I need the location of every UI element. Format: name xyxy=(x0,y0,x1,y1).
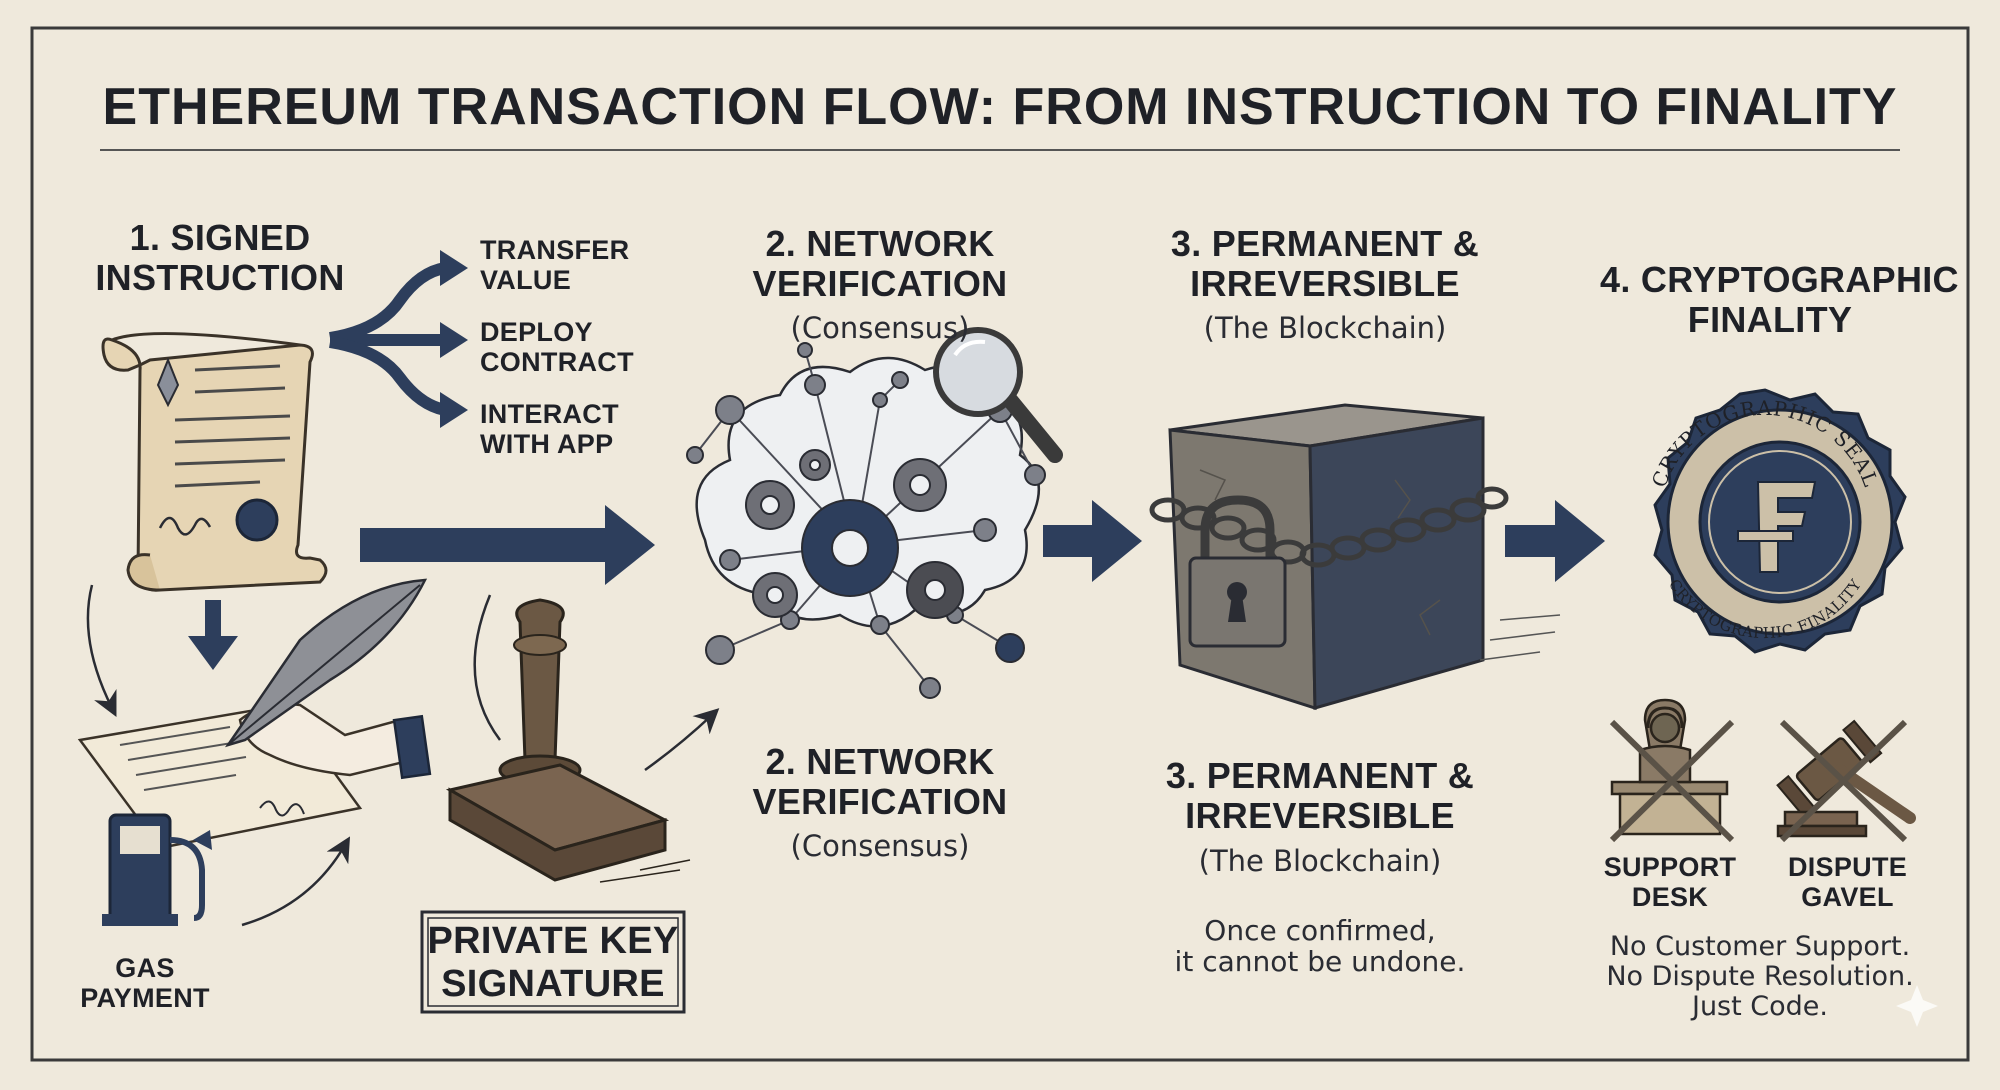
step3-heading-bottom: 3. PERMANENT & IRREVERSIBLE xyxy=(1145,755,1495,837)
step3-heading-bottom-line2: IRREVERSIBLE xyxy=(1185,795,1455,837)
action-deploy-contract: DEPLOY CONTRACT xyxy=(480,317,634,377)
step3-subtitle-top: (The Blockchain) xyxy=(1203,311,1447,345)
step4-note: No Customer Support. No Dispute Resoluti… xyxy=(1570,931,1950,1023)
action-interact-with-app: INTERACT WITH APP xyxy=(480,399,619,459)
support-desk-icon xyxy=(1609,698,1735,843)
dispute-gavel-label-line2: GAVEL xyxy=(1801,882,1894,913)
step3-heading-top-line1: 3. PERMANENT & xyxy=(1170,223,1480,264)
action-deploy-line2: CONTRACT xyxy=(480,347,634,378)
action-transfer-line2: VALUE xyxy=(480,265,572,296)
gas-label-line2: PAYMENT xyxy=(80,983,210,1014)
support-desk-label-line2: DESK xyxy=(1631,882,1709,913)
action-transfer-value: TRANSFER VALUE xyxy=(480,235,629,295)
arrow-step2-to-step3 xyxy=(1043,500,1142,582)
step3-note-line2: it cannot be undone. xyxy=(1174,945,1466,979)
step2-heading-top-line2: VERIFICATION xyxy=(752,263,1008,305)
step3-subtitle-bottom: (The Blockchain) xyxy=(1198,844,1442,878)
signature-label: PRIVATE KEY SIGNATURE xyxy=(425,920,681,1005)
step2-heading-bottom-line2: VERIFICATION xyxy=(752,781,1008,823)
gas-label-line1: GAS xyxy=(115,953,175,983)
stamp-icon xyxy=(445,598,691,883)
step1-heading-line2: INSTRUCTION xyxy=(95,257,345,299)
step4-heading-line2: FINALITY xyxy=(1687,299,1853,341)
action-interact-line1: INTERACT xyxy=(480,399,619,429)
step4-heading: 4. CRYPTOGRAPHIC FINALITY xyxy=(1600,259,1959,341)
support-desk-label-line1: SUPPORT xyxy=(1603,852,1737,882)
step2-subtitle-bottom: (Consensus) xyxy=(790,829,970,863)
signing-hand-icon xyxy=(77,578,432,850)
step4-heading-line1: 4. CRYPTOGRAPHIC xyxy=(1600,259,1959,300)
gas-payment-label: GAS PAYMENT xyxy=(60,953,230,1013)
cryptographic-seal-icon: CRYPTOGRAPHIC SEAL CRYPTOGRAPHIC FINALIT… xyxy=(1647,388,1907,654)
step4-note-line1: No Customer Support. xyxy=(1609,931,1911,962)
step2-heading-top: 2. NETWORK VERIFICATION xyxy=(720,223,1040,305)
scroll-icon xyxy=(101,332,328,592)
consensus-network-icon xyxy=(686,342,1046,699)
signature-label-line2: SIGNATURE xyxy=(441,962,665,1005)
branch-arrowheads xyxy=(440,250,468,428)
chain-icon xyxy=(1149,486,1509,568)
support-desk-label: SUPPORT DESK xyxy=(1590,852,1750,912)
page-title: ETHEREUM TRANSACTION FLOW: FROM INSTRUCT… xyxy=(102,78,1898,136)
step3-heading-top-line2: IRREVERSIBLE xyxy=(1190,263,1460,305)
sparkle-icon xyxy=(1896,985,1938,1027)
step2-subtitle-top: (Consensus) xyxy=(790,311,970,345)
signature-label-box xyxy=(420,910,686,1014)
branch-arrows xyxy=(328,262,447,416)
step3-heading-bottom-line1: 3. PERMANENT & xyxy=(1165,755,1475,796)
magnifier-icon xyxy=(933,327,1063,463)
step3-note-line1: Once confirmed, xyxy=(1204,914,1436,947)
dispute-gavel-label-line1: DISPUTE xyxy=(1787,852,1908,882)
action-deploy-line1: DEPLOY xyxy=(480,317,593,347)
action-transfer-line1: TRANSFER xyxy=(480,235,630,265)
step3-heading-top: 3. PERMANENT & IRREVERSIBLE xyxy=(1150,223,1500,305)
down-arrow xyxy=(188,600,238,670)
arrow-step3-to-step4 xyxy=(1505,500,1605,582)
gavel-icon xyxy=(1776,719,1916,843)
dispute-gavel-label: DISPUTE GAVEL xyxy=(1770,852,1925,912)
frame-border xyxy=(30,26,1970,1062)
action-interact-line2: WITH APP xyxy=(480,429,614,460)
flow-curves xyxy=(86,584,720,927)
gas-pump-icon xyxy=(102,813,212,926)
step2-heading-top-line1: 2. NETWORK xyxy=(765,223,995,264)
signature-label-line1: PRIVATE KEY xyxy=(427,920,679,962)
step4-note-line3: Just Code. xyxy=(1691,991,1828,1023)
step2-heading-bottom-line1: 2. NETWORK xyxy=(765,741,995,782)
step2-heading-bottom: 2. NETWORK VERIFICATION xyxy=(720,741,1040,823)
step4-note-line2: No Dispute Resolution. xyxy=(1606,961,1914,993)
step1-heading-line1: 1. SIGNED xyxy=(129,217,311,258)
step3-note: Once confirmed, it cannot be undone. xyxy=(1145,915,1495,978)
padlock-icon xyxy=(1188,495,1287,648)
step1-heading: 1. SIGNED INSTRUCTION xyxy=(90,217,350,299)
arrow-step1-to-step2 xyxy=(360,505,655,585)
